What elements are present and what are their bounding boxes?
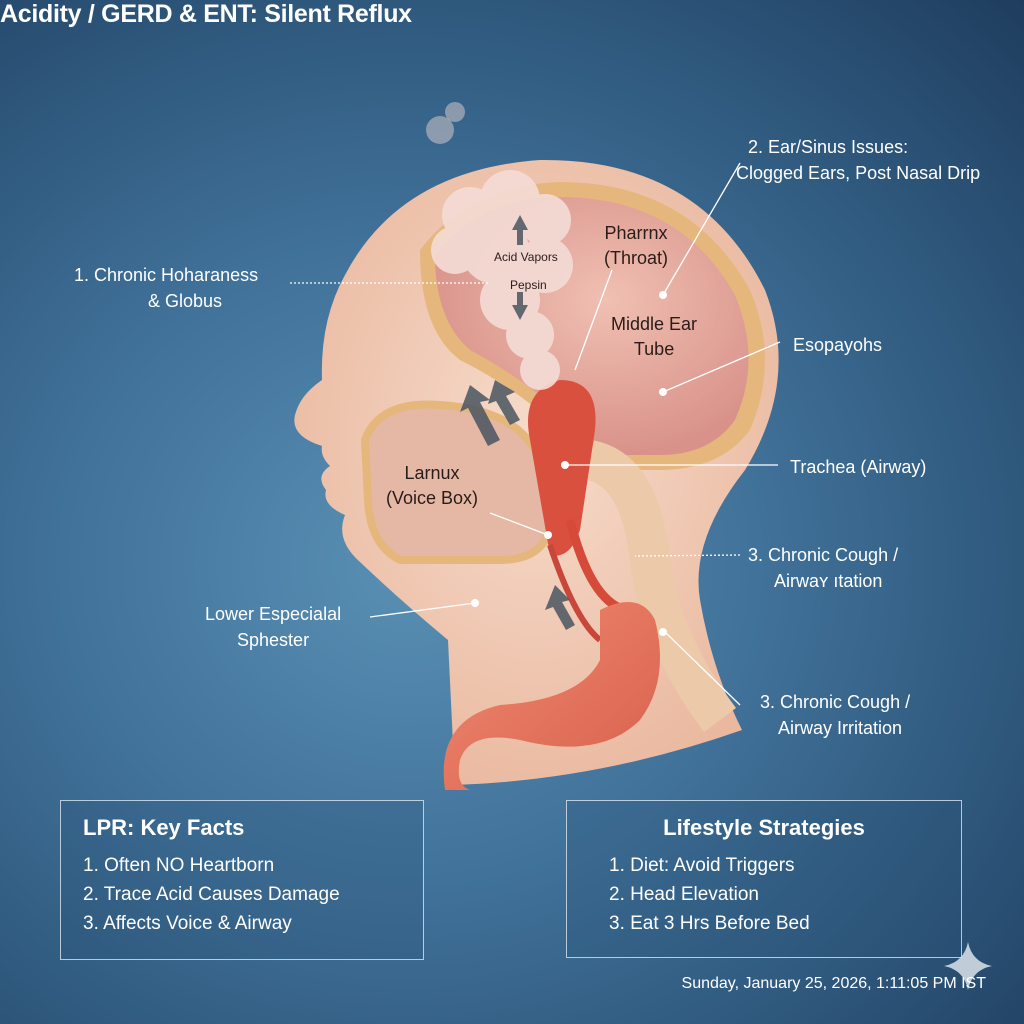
label-esophagus: Esopayohs [793,335,883,355]
label-line: 3. Chronic Cough / [760,692,911,712]
label-line: Larnux [404,463,460,483]
label-les: Lower Especialal Sphester [205,601,341,653]
label-line: (Voice Box) [386,488,479,508]
label-pharynx: Pharrnx (Throat) [604,221,668,271]
label-acid-vapors: Acid Vapors [494,250,558,264]
page-title: Acidity / GERD & ENT: Silent Reflux [0,0,412,28]
label-pepsin: Pepsin [510,278,547,292]
lifestyle-panel: Lifestyle Strategies 1. Diet: Avoid Trig… [566,800,962,958]
leader-lines [290,162,781,706]
key-facts-heading: LPR: Key Facts [83,815,245,840]
key-fact-item: 3. Affects Voice & Airway [83,913,292,934]
label-line: & Globus [148,291,223,311]
key-fact-item: 1. Often NO Heartborn [83,855,275,876]
sparkle-icon [944,942,992,990]
acid-vapor-cloud [426,102,573,390]
label-middle-ear: Middle Ear Tube [611,312,697,362]
label-line: Pharrnx [604,223,668,243]
pharynx-tissue [528,380,596,556]
label-trachea: Trachea (Airway) [790,457,927,477]
trachea-tube [547,544,602,643]
leader-dots [471,291,667,636]
label-cough-b: 3. Chronic Cough / Airway Irritation [760,689,910,741]
label-line: 2. Ear/Sinus Issues: [748,137,909,157]
key-facts-panel: LPR: Key Facts 1. Often NO Heartborn 2. … [60,800,424,960]
lifestyle-heading: Lifestyle Strategies [663,815,865,840]
label-line: (Throat) [604,248,669,268]
lifestyle-item: 1. Diet: Avoid Triggers [609,855,795,876]
lifestyle-item: 3. Eat 3 Hrs Before Bed [609,913,810,934]
label-larynx: Larnux (Voice Box) [386,461,478,511]
spine [584,440,737,732]
label-line: Airwaʏ ıtation [774,571,883,591]
label-cough-a: 3. Chronic Cough / Airwaʏ ıtation [748,542,898,594]
label-line: Middle Ear [611,314,698,334]
label-line: 3. Chronic Cough / [748,545,899,565]
timestamp: Sunday, January 25, 2026, 1:11:05 PM IST [681,975,986,992]
label-line: Tube [633,339,675,359]
key-fact-item: 2. Trace Acid Causes Damage [83,884,340,905]
label-line: 1. Chronic Hoharaness [74,265,259,285]
label-ear-sinus: 2. Ear/Sinus Issues: Clogged Ears, Post … [736,134,980,186]
reflux-arrows [460,215,575,630]
label-line: Lower Especialal [205,604,342,624]
label-line: Clogged Ears, Post Nasal Drip [736,163,981,183]
label-hoarseness: 1. Chronic Hoharaness & Globus [74,262,258,314]
label-line: Sphester [237,630,310,650]
stomach [443,602,660,790]
label-line: Airway Irritation [778,718,903,738]
lifestyle-item: 2. Head Elevation [609,884,759,905]
